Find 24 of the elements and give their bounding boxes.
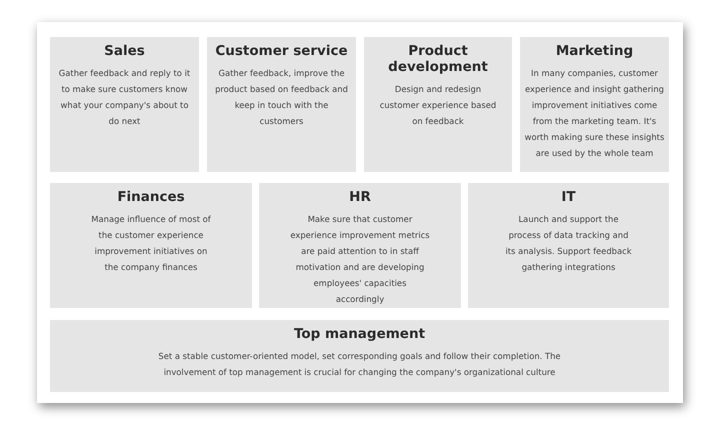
role-card: [50, 320, 669, 392]
card-heading: IT: [560, 189, 577, 205]
card-description: Launch and support the process of data tracking and its analysis. Support feedback gathering integrations: [504, 213, 633, 274]
role-card: [207, 37, 356, 172]
role-card: [259, 183, 461, 308]
role-card: [50, 37, 199, 172]
card-description: Make sure that customer experience improvement metrics are paid attention to in staff motivation and are developing employees' capacities accordingly: [289, 213, 431, 306]
card-heading: Product development: [387, 43, 489, 75]
card-heading: Sales: [103, 43, 146, 59]
card-description: Manage influence of most of the customer experience improvement initiatives on the company finances: [90, 213, 212, 274]
card-heading: Customer service: [214, 43, 349, 59]
card-description: Design and redesign customer experience based on feedback: [378, 83, 498, 128]
card-heading: HR: [348, 189, 372, 205]
card-heading: Marketing: [554, 43, 634, 59]
card-heading: Top management: [292, 326, 426, 342]
role-card: [520, 37, 669, 172]
card-description: Set a stable customer-oriented model, set corresponding goals and follow their completion. The involvement of top management is crucial for changing the company's organizational culture: [157, 350, 562, 379]
card-description: In many companies, customer experience and insight gathering improvement initiatives come from the marketing team. It's worth making sure these insights are used by the whole team: [524, 67, 665, 160]
card-description: Gather feedback, improve the product based on feedback and keep in touch with the customers: [214, 67, 349, 128]
card-heading: Finances: [116, 189, 186, 205]
role-card: [364, 37, 512, 172]
role-card: [50, 183, 252, 308]
card-description: Gather feedback and reply to it to make sure customers know what your company's about to do next: [58, 67, 192, 128]
role-card: [468, 183, 669, 308]
